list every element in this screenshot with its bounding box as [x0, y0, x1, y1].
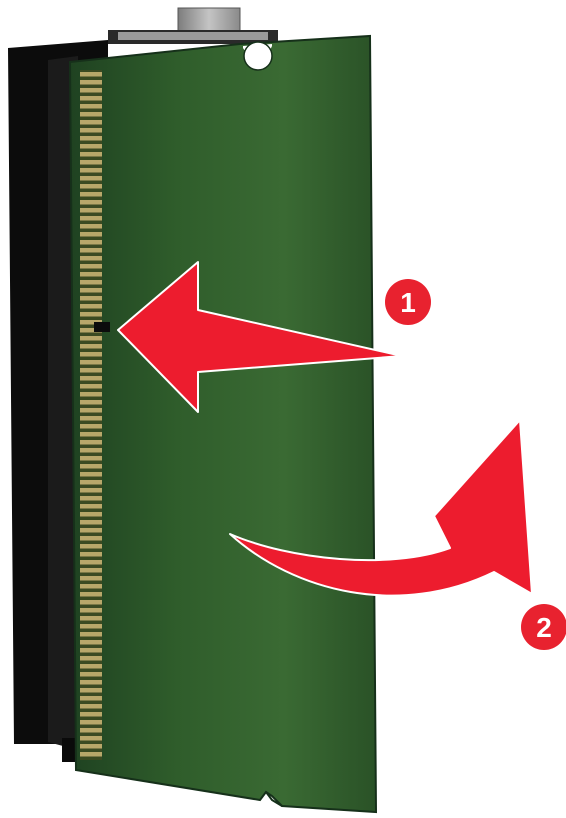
step-2-badge: 2 — [521, 604, 566, 650]
step-2-curved-arrow-icon — [229, 419, 533, 597]
step-1-arrow-icon — [117, 261, 403, 413]
step-2-number: 2 — [536, 612, 552, 643]
memory-card — [68, 34, 378, 814]
step-1-number: 1 — [400, 287, 416, 318]
step-1-badge: 1 — [385, 279, 431, 325]
gold-contacts — [80, 70, 102, 760]
metal-latch — [108, 7, 278, 44]
